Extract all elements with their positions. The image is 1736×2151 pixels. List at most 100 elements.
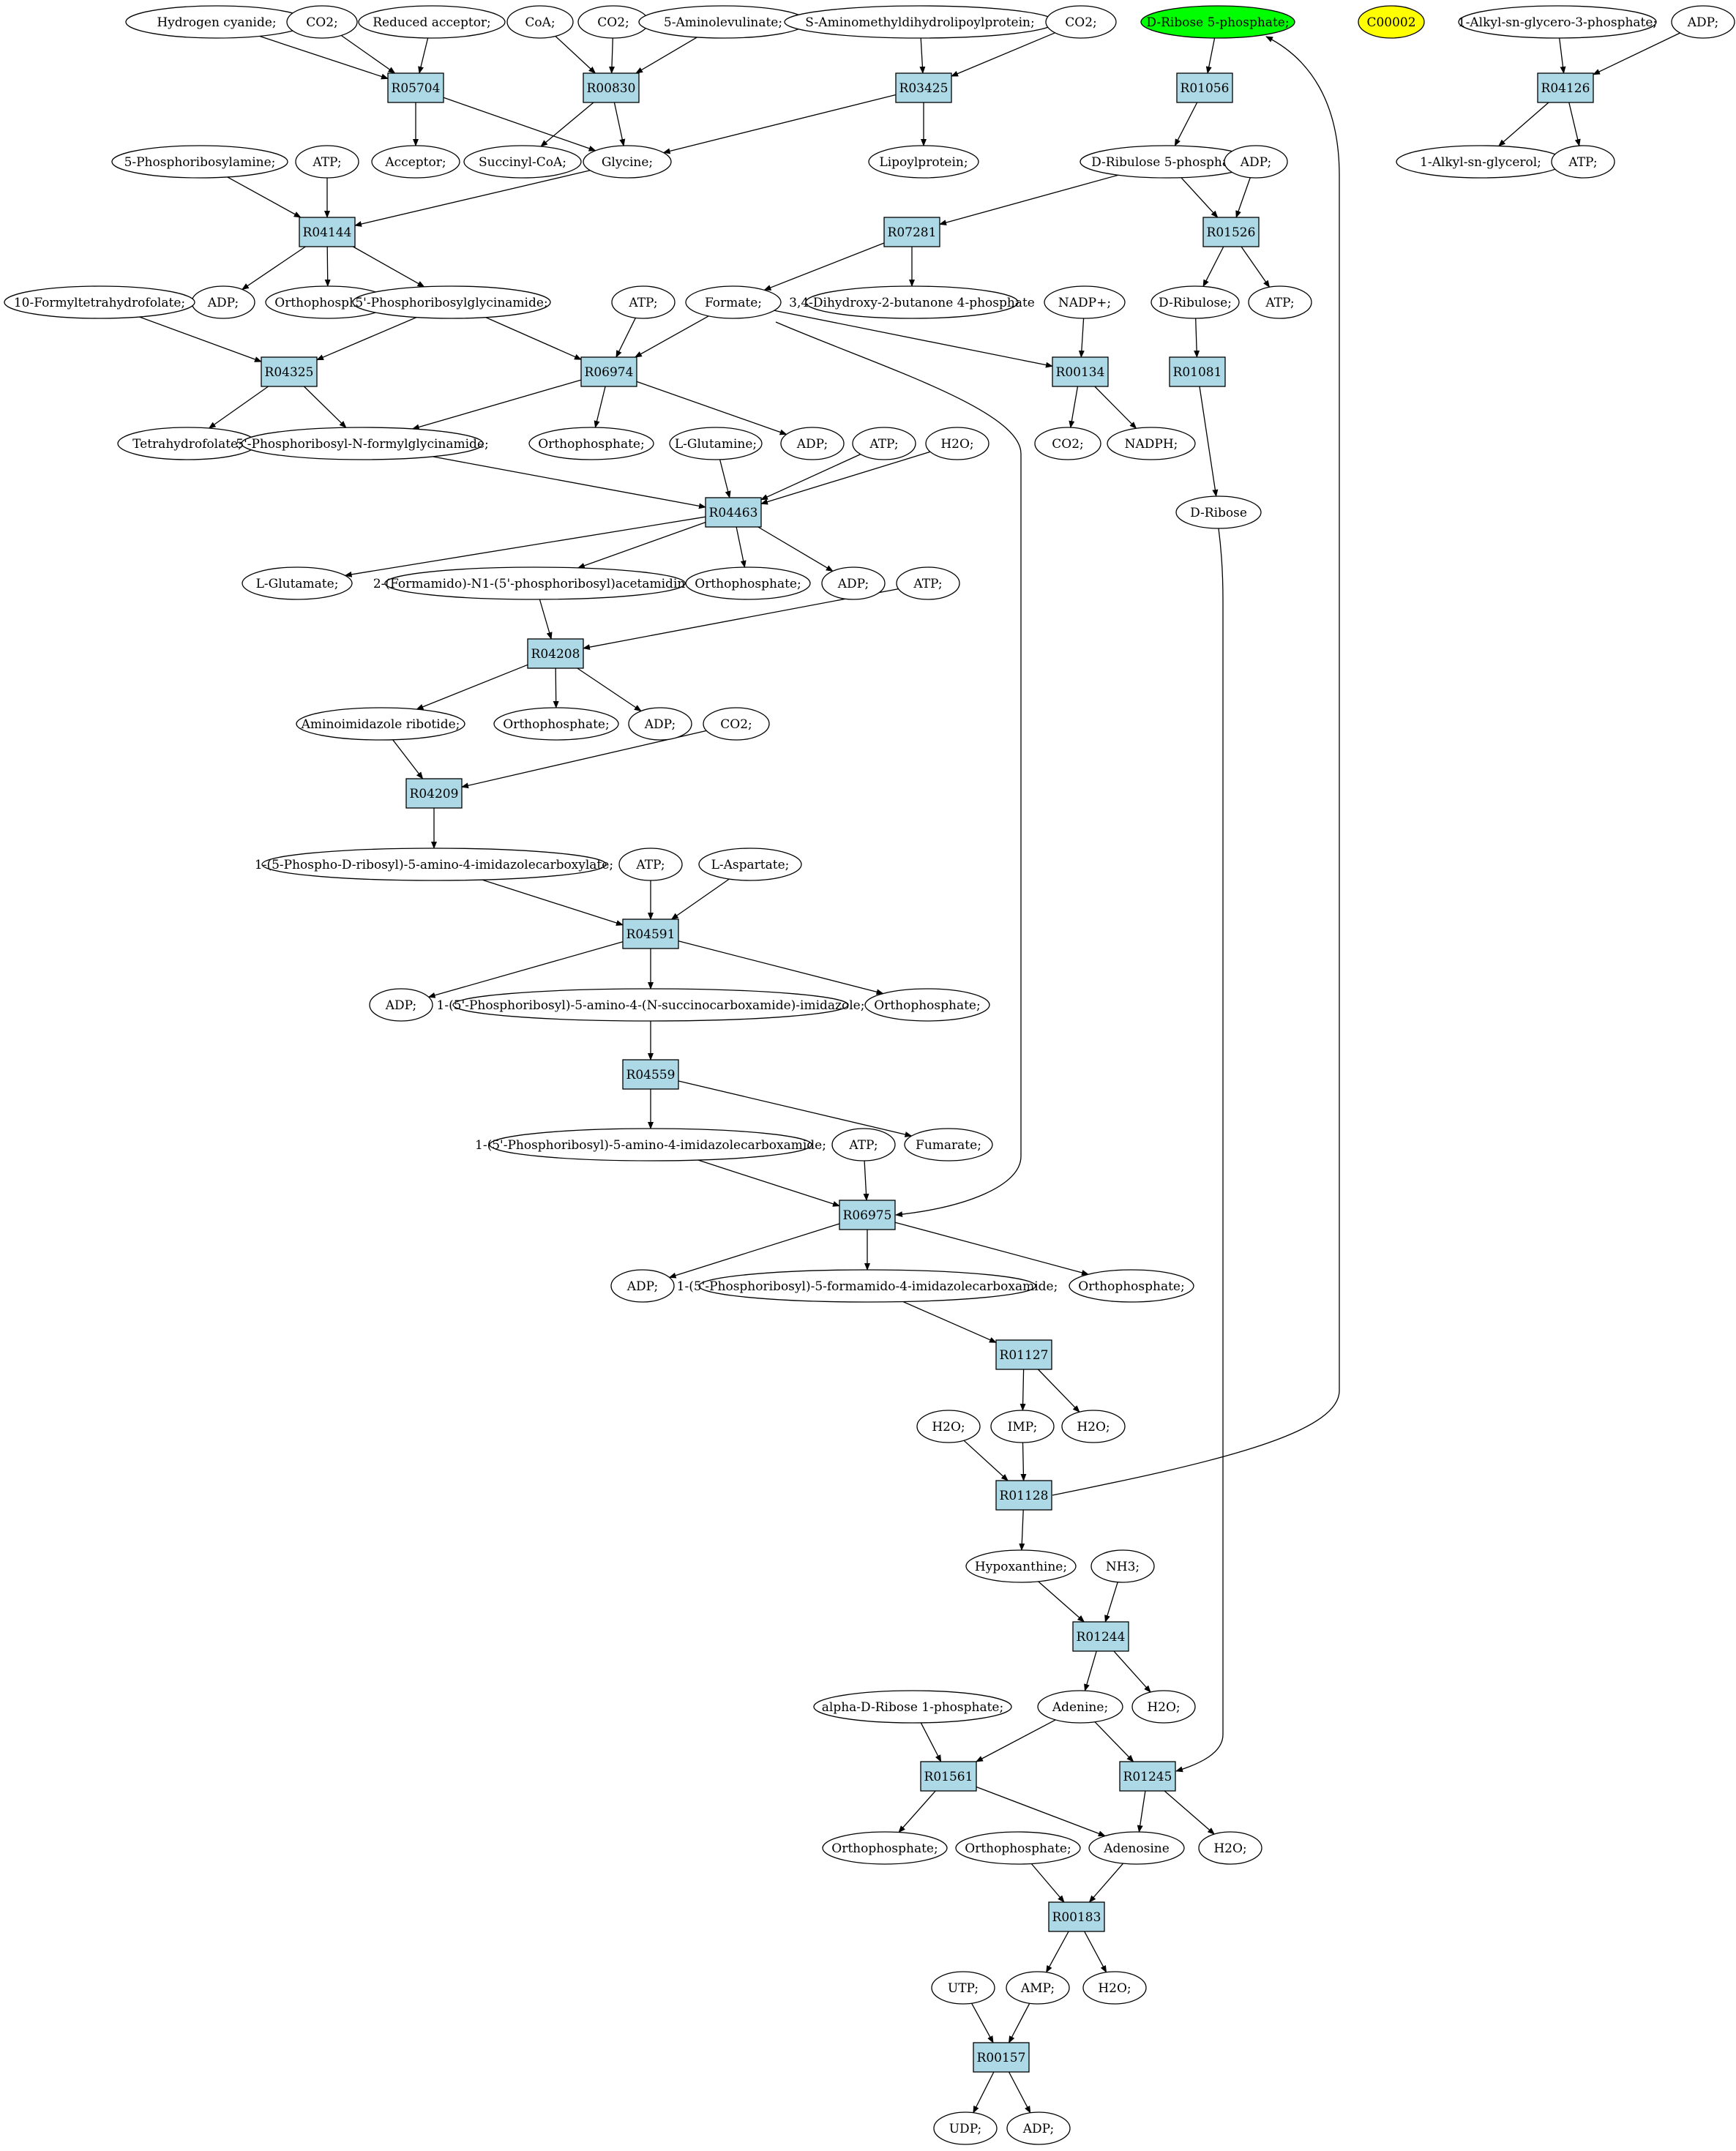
compound-node-c-pi-r06975[interactable]: Orthophosphate; — [1069, 1269, 1194, 1303]
compound-node-c-pi-r04591[interactable]: Orthophosphate; — [864, 988, 990, 1022]
compound-node-c-pi-in-r00183[interactable]: Orthophosphate; — [955, 1831, 1081, 1865]
compound-node-c-ribose[interactable]: D-Ribose — [1175, 495, 1262, 529]
compound-node-c-pi-r01561[interactable]: Orthophosphate; — [822, 1831, 948, 1865]
compound-node-c-adp-r04591[interactable]: ADP; — [369, 988, 433, 1022]
compound-node-c-5aml[interactable]: 5-Aminolevulinate; — [638, 5, 808, 39]
compound-node-c-co2-r04209[interactable]: CO2; — [703, 707, 770, 741]
compound-node-c-adp-r06975[interactable]: ADP; — [610, 1269, 675, 1303]
compound-node-c-nadph[interactable]: NADPH; — [1107, 427, 1196, 460]
reaction-node-r04591[interactable]: R04591 — [622, 919, 679, 949]
compound-node-c-atp-r06975[interactable]: ATP; — [831, 1128, 896, 1161]
compound-node-c-prpa[interactable]: 5-Phosphoribosylamine; — [111, 145, 288, 179]
reaction-node-r00134[interactable]: R00134 — [1052, 356, 1109, 387]
reaction-node-r04559[interactable]: R04559 — [622, 1059, 679, 1090]
compound-node-c-asp[interactable]: L-Aspartate; — [698, 848, 802, 881]
reaction-node-r03425[interactable]: R03425 — [895, 72, 952, 103]
compound-node-c-imp[interactable]: IMP; — [990, 1410, 1055, 1443]
compound-node-c-adp-r04144[interactable]: ADP; — [191, 285, 255, 319]
compound-node-c-c00002[interactable]: C00002 — [1358, 5, 1425, 39]
compound-node-c-aicar[interactable]: 1-(5'-Phosphoribosyl)-5-amino-4-imidazol… — [475, 1128, 826, 1161]
compound-node-c-acceptor[interactable]: Acceptor; — [371, 145, 460, 179]
compound-node-c-thf[interactable]: Tetrahydrofolate; — [117, 427, 258, 460]
compound-node-c-udp[interactable]: UDP; — [933, 2111, 998, 2145]
compound-node-c-atp-r06974[interactable]: ATP; — [611, 285, 676, 319]
compound-node-c-pi-r04144[interactable]: Orthophosphate; — [265, 285, 391, 319]
compound-node-c-succoa[interactable]: Succinyl-CoA; — [463, 145, 582, 179]
compound-node-c-pi-r06974[interactable]: Orthophosphate; — [528, 427, 654, 460]
compound-node-c-h2o-r01245[interactable]: H2O; — [1198, 1831, 1262, 1865]
compound-node-c-h2o-in-r01128[interactable]: H2O; — [916, 1410, 981, 1443]
reaction-node-r04144[interactable]: R04144 — [299, 217, 356, 247]
compound-node-c-h2o-r04463[interactable]: H2O; — [925, 427, 989, 460]
compound-node-c-adp-r04463[interactable]: ADP; — [821, 566, 886, 600]
reaction-node-r01245[interactable]: R01245 — [1119, 1761, 1176, 1792]
compound-node-c-adenosine[interactable]: Adenosine — [1088, 1831, 1185, 1865]
compound-node-c-redacc[interactable]: Reduced acceptor; — [358, 5, 506, 39]
compound-node-c-r5p[interactable]: D-Ribose 5-phosphate; — [1140, 5, 1295, 39]
compound-node-c-co2-a[interactable]: CO2; — [286, 5, 358, 39]
compound-node-c-pi-r04208[interactable]: Orthophosphate; — [493, 707, 619, 741]
reaction-node-r04126[interactable]: R04126 — [1537, 72, 1594, 103]
compound-node-c-gar[interactable]: 5'-Phosphoribosylglycinamide; — [352, 285, 551, 319]
compound-node-c-co2-c[interactable]: CO2; — [1045, 5, 1117, 39]
reaction-node-r06975[interactable]: R06975 — [839, 1200, 896, 1230]
reaction-node-r01081[interactable]: R01081 — [1169, 356, 1226, 387]
compound-node-c-faicar[interactable]: 1-(5'-Phosphoribosyl)-5-formamido-4-imid… — [677, 1269, 1058, 1303]
compound-node-c-gln[interactable]: L-Glutamine; — [669, 427, 763, 460]
compound-node-c-dhbp[interactable]: 3,4-Dihydroxy-2-butanone 4-phosphate — [789, 285, 1035, 319]
compound-node-c-h2o-r01127[interactable]: H2O; — [1061, 1410, 1126, 1443]
compound-node-c-ru5p[interactable]: D-Ribulose 5-phosphate — [1080, 145, 1254, 179]
compound-node-c-glu[interactable]: L-Glutamate; — [242, 566, 353, 600]
compound-node-c-atp-r04463[interactable]: ATP; — [852, 427, 916, 460]
compound-node-c-air[interactable]: Aminoimidazole ribotide; — [296, 707, 465, 741]
reaction-node-r04325[interactable]: R04325 — [261, 356, 318, 387]
compound-node-c-adenine[interactable]: Adenine; — [1037, 1690, 1123, 1724]
reaction-node-r07281[interactable]: R07281 — [883, 217, 940, 247]
reaction-node-r01244[interactable]: R01244 — [1072, 1621, 1129, 1652]
compound-node-c-fgam[interactable]: 2-(Formamido)-N1-(5'-phosphoribosyl)acet… — [373, 566, 697, 600]
compound-node-c-atp-r04144[interactable]: ATP; — [295, 145, 359, 179]
compound-node-c-ribulose[interactable]: D-Ribulose; — [1151, 285, 1240, 319]
compound-node-c-samdl[interactable]: S-Aminomethyldihydrolipoylprotein; — [784, 5, 1056, 39]
compound-node-c-nh3[interactable]: NH3; — [1090, 1549, 1155, 1583]
compound-node-c-adp-r01526[interactable]: ADP; — [1224, 145, 1288, 179]
reaction-node-r04208[interactable]: R04208 — [527, 638, 584, 669]
reaction-node-r05704[interactable]: R05704 — [387, 72, 444, 103]
reaction-node-r06974[interactable]: R06974 — [580, 356, 637, 387]
reaction-node-r01561[interactable]: R01561 — [920, 1761, 977, 1792]
compound-node-c-atp-r01526[interactable]: ATP; — [1248, 285, 1312, 319]
compound-node-c-adp-r06974[interactable]: ADP; — [780, 427, 845, 460]
compound-node-c-pi-r04463[interactable]: Orthophosphate; — [685, 566, 811, 600]
reaction-node-r04463[interactable]: R04463 — [705, 497, 762, 528]
compound-node-c-fthf[interactable]: 10-Formyltetrahydrofolate; — [4, 285, 195, 319]
compound-node-c-h2o-r00183[interactable]: H2O; — [1082, 1971, 1147, 2005]
compound-node-c-h2o-r01244[interactable]: H2O; — [1131, 1690, 1196, 1724]
reaction-node-r00830[interactable]: R00830 — [583, 72, 640, 103]
reaction-node-r00157[interactable]: R00157 — [973, 2042, 1030, 2073]
compound-node-c-adp-r00157[interactable]: ADP; — [1006, 2111, 1071, 2145]
compound-node-c-utp[interactable]: UTP; — [931, 1971, 995, 2005]
compound-node-c-atp-r04208[interactable]: ATP; — [896, 566, 960, 600]
reaction-node-r01526[interactable]: R01526 — [1202, 217, 1260, 247]
compound-node-c-saicar[interactable]: 1-(5'-Phosphoribosyl)-5-amino-4-(N-succi… — [437, 988, 865, 1022]
compound-node-c-cair[interactable]: 1-(5-Phospho-D-ribosyl)-5-amino-4-imidaz… — [255, 848, 613, 881]
reaction-node-r01056[interactable]: R01056 — [1176, 72, 1233, 103]
compound-node-c-coa[interactable]: CoA; — [506, 5, 574, 39]
compound-node-c-atp-r04126[interactable]: ATP; — [1551, 145, 1615, 179]
compound-node-c-amp[interactable]: AMP; — [1006, 1971, 1070, 2005]
reaction-node-r04209[interactable]: R04209 — [405, 778, 463, 809]
compound-node-c-hypoxanthine[interactable]: Hypoxanthine; — [965, 1549, 1077, 1583]
compound-node-c-atp-r04591[interactable]: ATP; — [618, 848, 683, 881]
compound-node-c-fgar[interactable]: 5'-Phosphoribosyl-N-formylglycinamide; — [236, 427, 489, 460]
compound-node-c-co2-b[interactable]: CO2; — [577, 5, 649, 39]
compound-node-c-adp-top[interactable]: ADP; — [1671, 5, 1735, 39]
compound-node-c-lipoyl[interactable]: Lipoylprotein; — [868, 145, 979, 179]
compound-node-c-alkylg[interactable]: 1-Alkyl-sn-glycerol; — [1396, 145, 1565, 179]
compound-node-c-alkylg3p[interactable]: 1-Alkyl-sn-glycero-3-phosphate; — [1458, 5, 1657, 39]
compound-node-c-glycine[interactable]: Glycine; — [583, 145, 672, 179]
reaction-node-r01127[interactable]: R01127 — [995, 1339, 1052, 1370]
compound-node-c-nadp[interactable]: NADP+; — [1044, 285, 1126, 319]
compound-node-c-co2-r00134[interactable]: CO2; — [1034, 427, 1101, 460]
reaction-node-r01128[interactable]: R01128 — [995, 1480, 1052, 1511]
compound-node-c-fumarate[interactable]: Fumarate; — [904, 1128, 993, 1161]
